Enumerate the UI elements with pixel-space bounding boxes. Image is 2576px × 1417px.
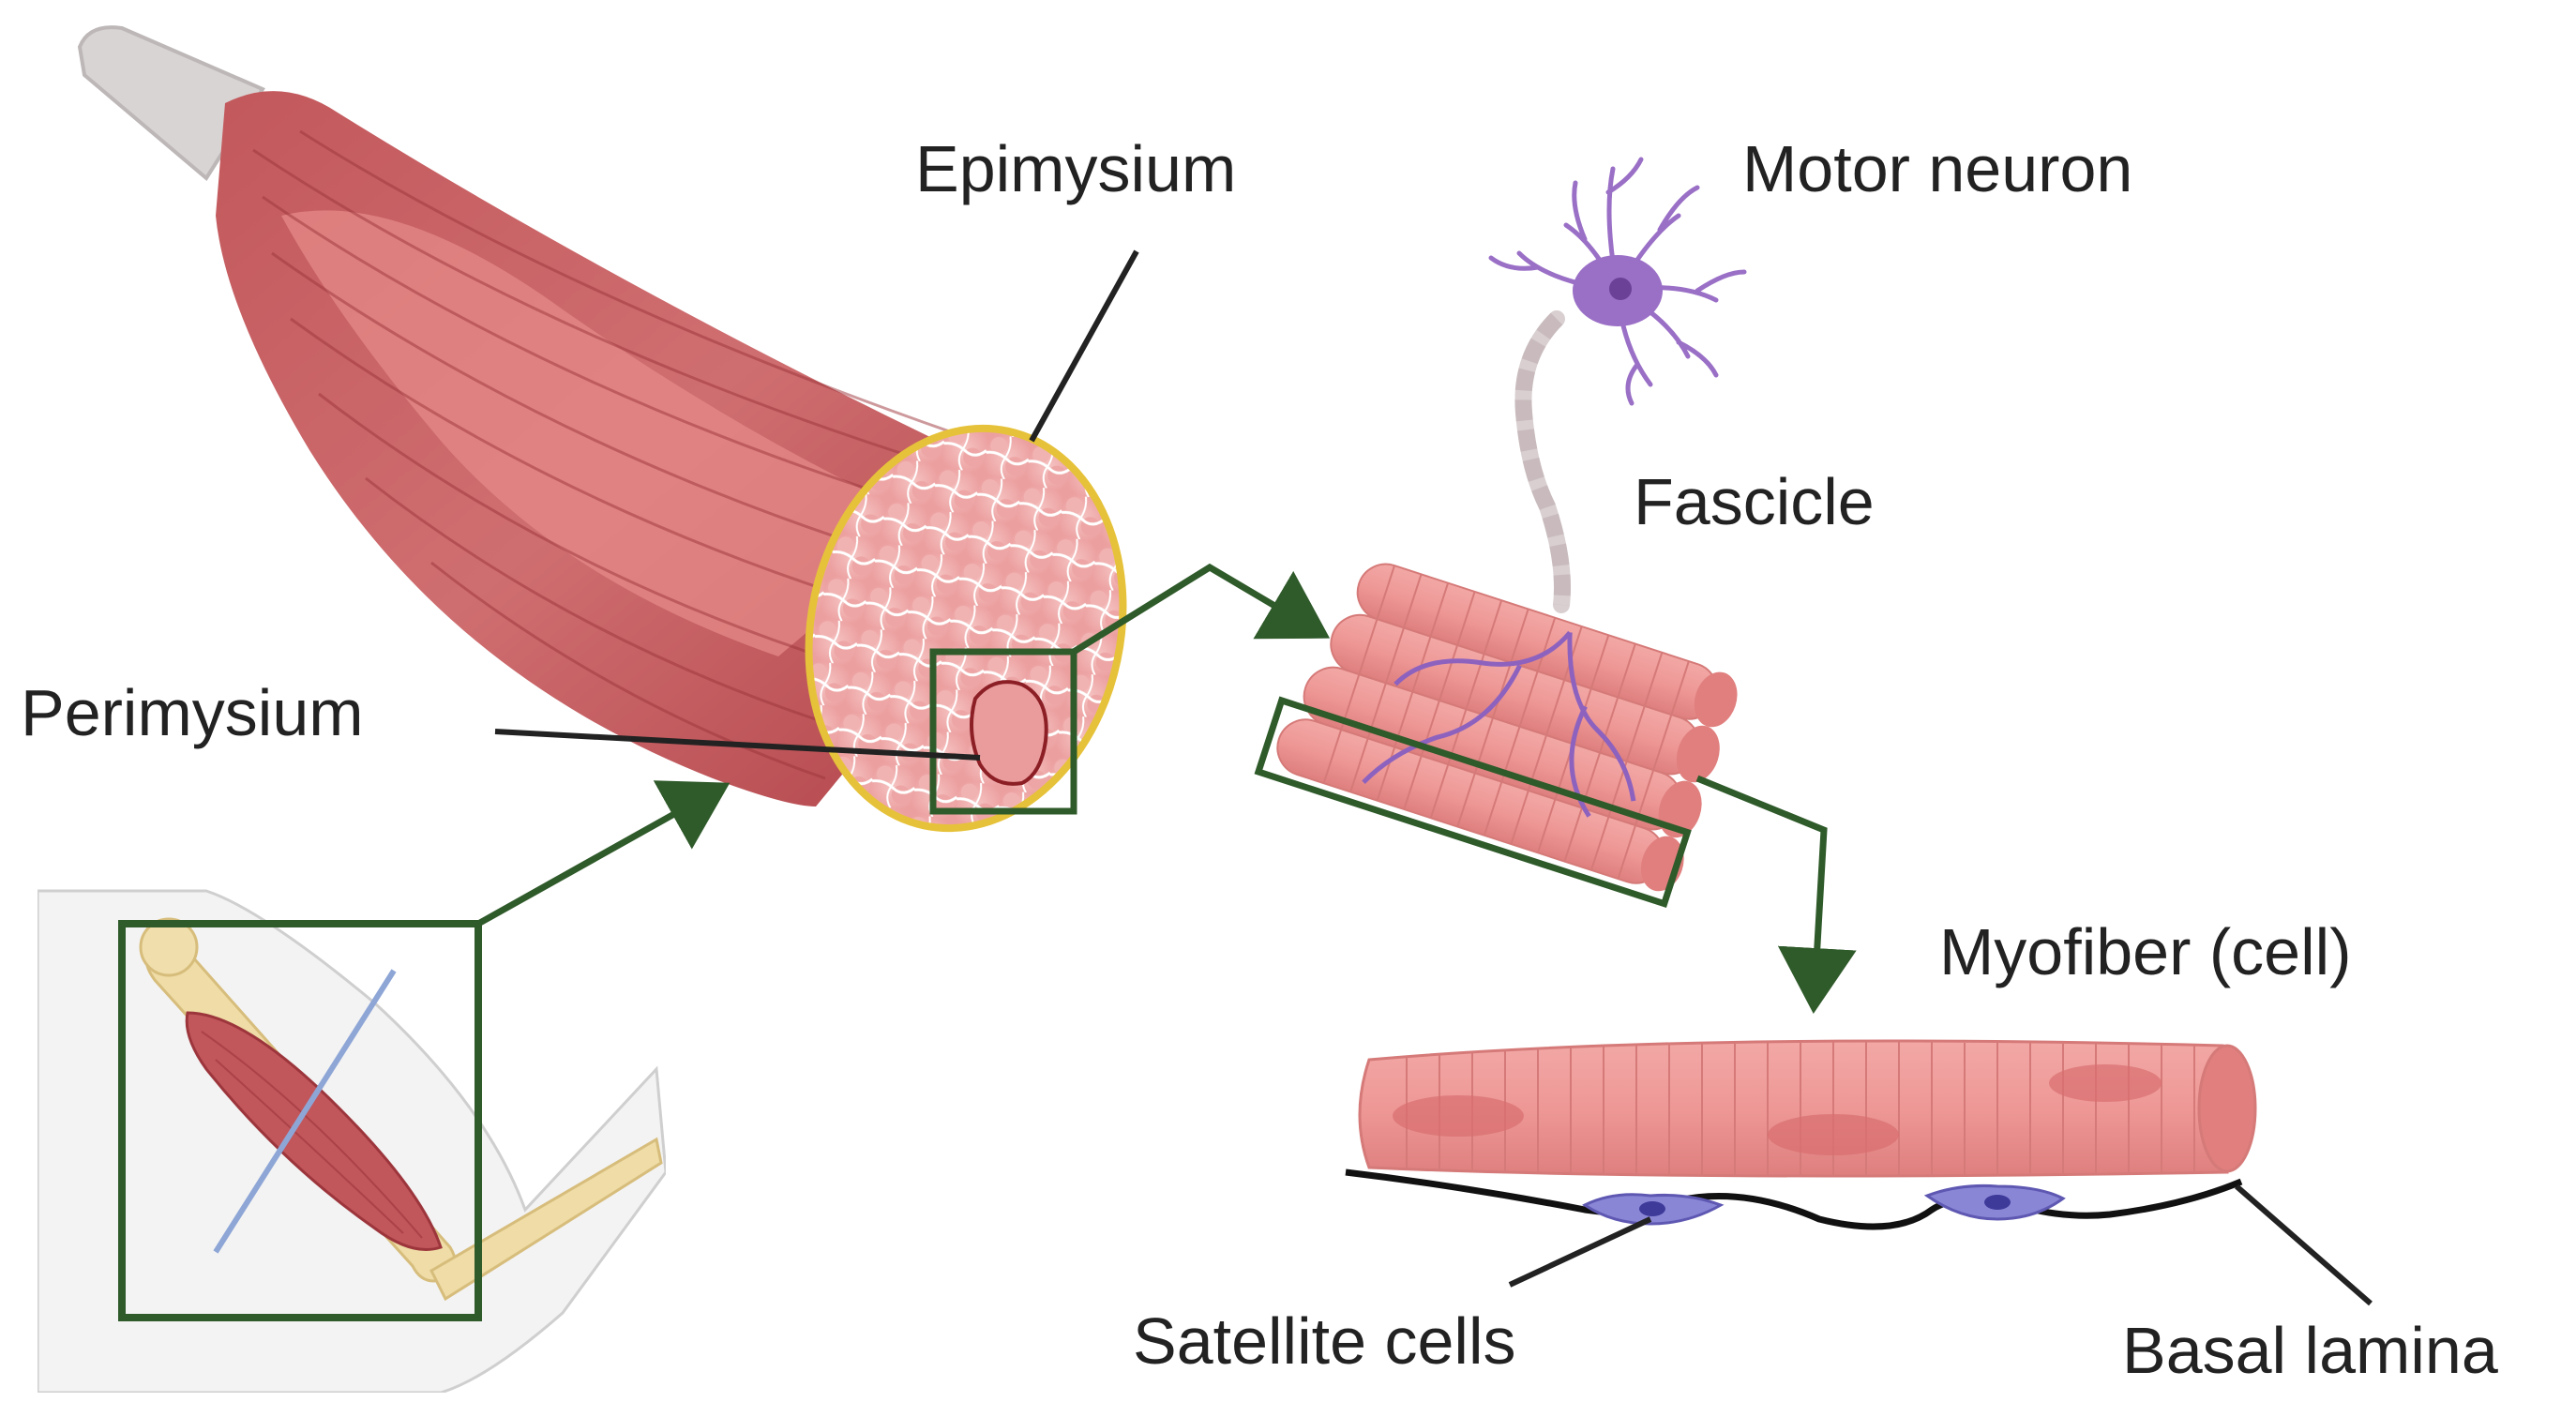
perimysium-leader [494,729,981,761]
motor-neuron-label: Motor neuron [1742,132,2133,205]
perimysium-outline [970,680,1048,786]
zoom-arrows [476,563,1857,1014]
satellite-cells-leader [1508,1216,1652,1288]
myonucleus [1393,1095,1524,1137]
arrow-arm-to-muscle [476,780,731,927]
myofiber-label: Myofiber (cell) [1939,915,2352,988]
biceps-muscle [185,1011,443,1251]
epimysium-leader [1029,249,1139,443]
fascicle-zoom-box [1254,696,1692,909]
nerve-branches [1362,630,1636,818]
myofiber-body [1358,1039,2229,1178]
section-cut-line [213,969,397,1254]
fascicle-label: Fascicle [1634,465,1875,538]
motor-neuron [1488,157,1747,613]
myonucleus [1768,1114,1899,1155]
neuron-nucleus [1609,278,1632,300]
epimysium-label: Epimysium [915,132,1237,205]
basal-lamina-label: Basal lamina [2122,1314,2498,1387]
arrow-fascicle-to-myofiber [1695,775,1857,1014]
fascicle-fibers [1276,563,1738,892]
forearm-bones [429,1137,663,1302]
leader-lines [494,249,2373,1306]
satellite-cells-label: Satellite cells [1133,1304,1516,1378]
muscle-highlight [281,210,938,656]
muscle-illustration [77,25,1127,833]
myofiber-illustration [1345,1039,2257,1230]
arrow-crosssection-to-fascicle [1072,563,1331,655]
myonucleus [2049,1064,2162,1102]
arm-inset [38,886,666,1393]
cross-section-zoom-box [929,648,1077,815]
muscle-striations [252,129,1032,780]
fascicle-illustration [1254,563,1738,909]
perimysium-label: Perimysium [21,676,364,749]
basal-lamina-leader [2235,1183,2373,1306]
myofiber-end [2197,1044,2257,1173]
arm-inset-frame [118,920,482,1321]
basal-lamina [1345,1168,2243,1230]
